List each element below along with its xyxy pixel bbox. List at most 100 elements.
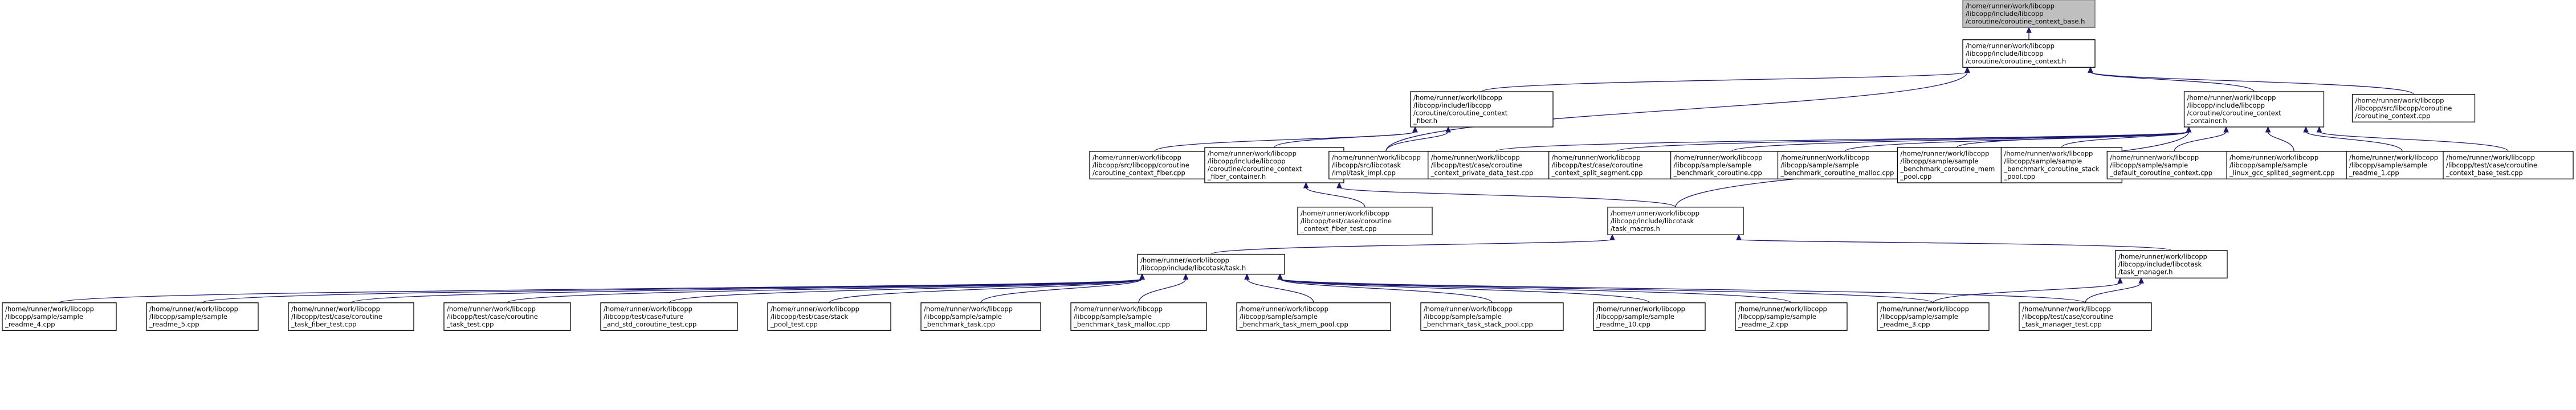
graph-node[interactable]: /home/runner/work/libcopp/libcopp/sample… (146, 302, 259, 331)
node-label-line: /home/runner/work/libcopp (1674, 153, 1763, 161)
edge-arrowhead (2088, 67, 2093, 73)
node-label-line: /home/runner/work/libcopp (604, 305, 692, 313)
node-label-line: /home/runner/work/libcopp (1552, 153, 1641, 161)
node-label-line: /libcopp/test/case/coroutine (1552, 161, 1643, 169)
graph-node[interactable]: /home/runner/work/libcopp/libcopp/sample… (920, 302, 1041, 331)
edge-line (2090, 71, 2255, 92)
node-label-line: /coroutine/coroutine_context (1208, 165, 1302, 173)
graph-node[interactable]: /home/runner/work/libcopp/libcopp/test/c… (1297, 207, 1433, 235)
graph-node[interactable]: /home/runner/work/libcopp/libcopp/includ… (2115, 250, 2228, 278)
graph-node[interactable]: /home/runner/work/libcopp/libcopp/includ… (1137, 253, 1285, 275)
edge-line (1279, 278, 1650, 304)
graph-node[interactable]: /home/runner/work/libcopp/libcopp/sample… (2, 302, 117, 331)
node-label-line: /libcopp/test/case/coroutine (1431, 161, 1522, 169)
edge-line (1279, 278, 1934, 304)
graph-node[interactable]: /home/runner/work/libcopp/libcopp/sample… (1593, 302, 1706, 331)
graph-node[interactable]: /home/runner/work/libcopp/libcopp/includ… (1962, 39, 2096, 68)
dependency-edge (980, 273, 1145, 304)
node-box (600, 302, 738, 331)
node-label-line: /home/runner/work/libcopp (1880, 305, 1969, 313)
graph-node[interactable]: /home/runner/work/libcopp/libcopp/src/li… (1328, 151, 1444, 179)
graph-node[interactable]: /home/runner/work/libcopp/libcopp/test/c… (1428, 151, 1564, 179)
graph-node[interactable]: /home/runner/work/libcopp/libcopp/sample… (1420, 302, 1564, 331)
node-box (1137, 253, 1285, 275)
dependency-edge (1385, 67, 1970, 151)
node-label-line: /libcopp/sample/sample (1596, 313, 1674, 321)
node-label-line: /libcopp/test/case/coroutine (1301, 217, 1392, 225)
edge-arrowhead (2265, 126, 2271, 133)
graph-node[interactable]: /home/runner/work/libcopp/libcopp/test/c… (767, 302, 891, 331)
node-label-line: _pool_test.cpp (770, 320, 818, 328)
graph-node[interactable]: /home/runner/work/libcopp/libcopp/includ… (1410, 91, 1554, 128)
node-label-line: _readme_2.cpp (1738, 320, 1788, 328)
graph-node[interactable]: /home/runner/work/libcopp/libcopp/sample… (1735, 302, 1848, 331)
node-label-line: /home/runner/work/libcopp (1093, 153, 1181, 161)
node-box (1593, 302, 1706, 331)
node-box (1670, 151, 1794, 179)
node-label-line: /home/runner/work/libcopp (2349, 153, 2438, 161)
graph-node[interactable]: /home/runner/work/libcopp/libcopp/sample… (2000, 147, 2122, 183)
edge-line (1279, 278, 1792, 304)
node-label-line: /coroutine_context_fiber.cpp (1093, 169, 1185, 177)
graph-node[interactable]: /home/runner/work/libcopp/libcopp/sample… (1236, 302, 1391, 331)
edge-arrowhead (1303, 182, 1309, 188)
graph-node[interactable]: /home/runner/work/libcopp/libcopp/sample… (1070, 302, 1207, 331)
edge-arrowhead (1964, 67, 1970, 73)
graph-node[interactable]: /home/runner/work/libcopp/libcopp/includ… (2183, 91, 2325, 128)
dependency-edge (1303, 182, 1366, 207)
node-label-line: /impl/task_impl.cpp (1332, 169, 1396, 177)
node-label-line: /home/runner/work/libcopp (1431, 153, 1520, 161)
node-label-line: /libcopp/include/libcopp (1966, 50, 2044, 58)
graph-node[interactable]: /home/runner/work/libcopp/libcopp/test/c… (443, 302, 571, 331)
edge-line (1138, 278, 1187, 303)
graph-node[interactable]: /home/runner/work/libcopp/libcopp/test/c… (1548, 151, 1686, 179)
edge-arrowhead (1736, 234, 1742, 240)
node-label-line: /libcopp/sample/sample (1738, 313, 1816, 321)
graph-node[interactable]: /home/runner/work/libcopp/libcopp/src/li… (1089, 151, 1220, 179)
edge-arrowhead (2138, 277, 2144, 284)
graph-node[interactable]: /home/runner/work/libcopp/libcopp/sample… (2106, 151, 2242, 179)
node-label-line: _fiber_container.h (1207, 173, 1266, 181)
node-label-line: _task_test.cpp (446, 320, 494, 328)
edge-arrowhead (1445, 126, 1451, 133)
graph-node[interactable]: /home/runner/work/libcopp/libcopp/sample… (1877, 302, 1990, 331)
node-box (1204, 147, 1344, 183)
node-box (1420, 302, 1564, 331)
node-label-line: _benchmark_coroutine_malloc.cpp (1780, 169, 1894, 177)
edge-line (1738, 239, 2172, 251)
graph-node[interactable]: /home/runner/work/libcopp/libcopp/src/li… (2351, 94, 2476, 122)
node-label-line: /libcopp/include/libcopp (2187, 101, 2265, 109)
graph-node[interactable]: /home/runner/work/libcopp/libcopp/test/c… (288, 302, 414, 331)
edge-line (1305, 187, 1366, 207)
graph-node[interactable]: /home/runner/work/libcopp/libcopp/test/c… (600, 302, 738, 331)
node-label-line: /home/runner/work/libcopp (1966, 2, 2055, 10)
node-box (1897, 147, 2017, 183)
edge-line (1210, 239, 1613, 255)
node-label-line: /libcopp/test/case/coroutine (291, 313, 382, 321)
graph-node[interactable]: /home/runner/work/libcopp/libcopp/test/c… (2019, 302, 2152, 331)
dependency-edge (1336, 182, 1676, 208)
graph-node[interactable]: /home/runner/work/libcopp/libcopp/sample… (1670, 151, 1794, 179)
graph-node[interactable]: /home/runner/work/libcopp/libcopp/includ… (1607, 207, 1744, 235)
dependency-edge (2088, 67, 2414, 95)
graph-node[interactable]: /home/runner/work/libcopp/libcopp/sample… (1897, 147, 2017, 183)
node-label-line: /home/runner/work/libcopp (1596, 305, 1685, 313)
graph-node[interactable]: /home/runner/work/libcopp/libcopp/sample… (1777, 151, 1913, 179)
graph-node[interactable]: /home/runner/work/libcopp/libcopp/sample… (2226, 151, 2362, 179)
node-box (146, 302, 259, 331)
node-label-line: _benchmark_task_mem_pool.cpp (1239, 320, 1348, 328)
graph-node[interactable]: /home/runner/work/libcopp/libcopp/test/c… (2443, 151, 2574, 179)
edge-line (1279, 278, 2086, 304)
node-label-line: /home/runner/work/libcopp (2110, 153, 2199, 161)
node-label-line: /task_macros.h (1611, 224, 1660, 232)
node-label-line: /home/runner/work/libcopp (1301, 209, 1389, 217)
edge-line (2085, 282, 2142, 303)
node-label-line: /libcopp/sample/sample (2349, 161, 2427, 169)
graph-node[interactable]: /home/runner/work/libcopp/libcopp/sample… (2346, 151, 2459, 179)
dependency-edge (2265, 126, 2294, 151)
graph-node[interactable]: /home/runner/work/libcopp/libcopp/includ… (1204, 147, 1344, 183)
dependency-edge (1933, 277, 2123, 304)
edge-arrowhead (2026, 27, 2032, 33)
edges-layer (59, 27, 2509, 304)
node-box (443, 302, 571, 331)
